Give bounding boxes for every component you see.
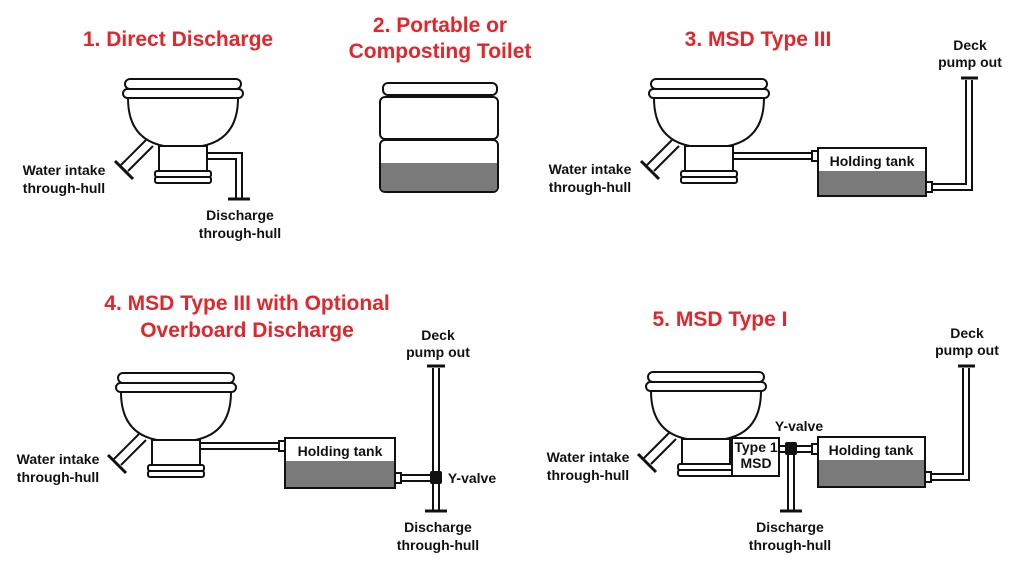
toilet	[106, 371, 238, 479]
panel-3-title: 3. MSD Type III	[685, 28, 832, 51]
panel-1-title: 1. Direct Discharge	[83, 28, 273, 51]
y-valve	[785, 442, 797, 455]
panel-5-title: 5. MSD Type I	[653, 308, 788, 331]
holding-tank: Holding tank	[817, 147, 927, 197]
portable-toilet	[379, 82, 499, 193]
holding-tank: Holding tank	[817, 436, 926, 488]
toilet	[113, 77, 245, 185]
discharge-pipe	[207, 152, 243, 198]
panel-msd-type-3: 3. MSD Type III Holding tank Water intak…	[549, 28, 1002, 197]
y-valve	[430, 471, 442, 484]
holding-tank-label: Holding tank	[830, 153, 915, 169]
y-valve-label: Y-valve	[775, 418, 823, 434]
discharge-pipe-inner	[207, 158, 237, 198]
holding-tank: Holding tank	[284, 437, 396, 489]
toilet	[639, 77, 771, 185]
y-valve-label: Y-valve	[448, 470, 496, 486]
holding-tank-label: Holding tank	[298, 443, 383, 459]
holding-tank-label: Holding tank	[829, 442, 914, 458]
